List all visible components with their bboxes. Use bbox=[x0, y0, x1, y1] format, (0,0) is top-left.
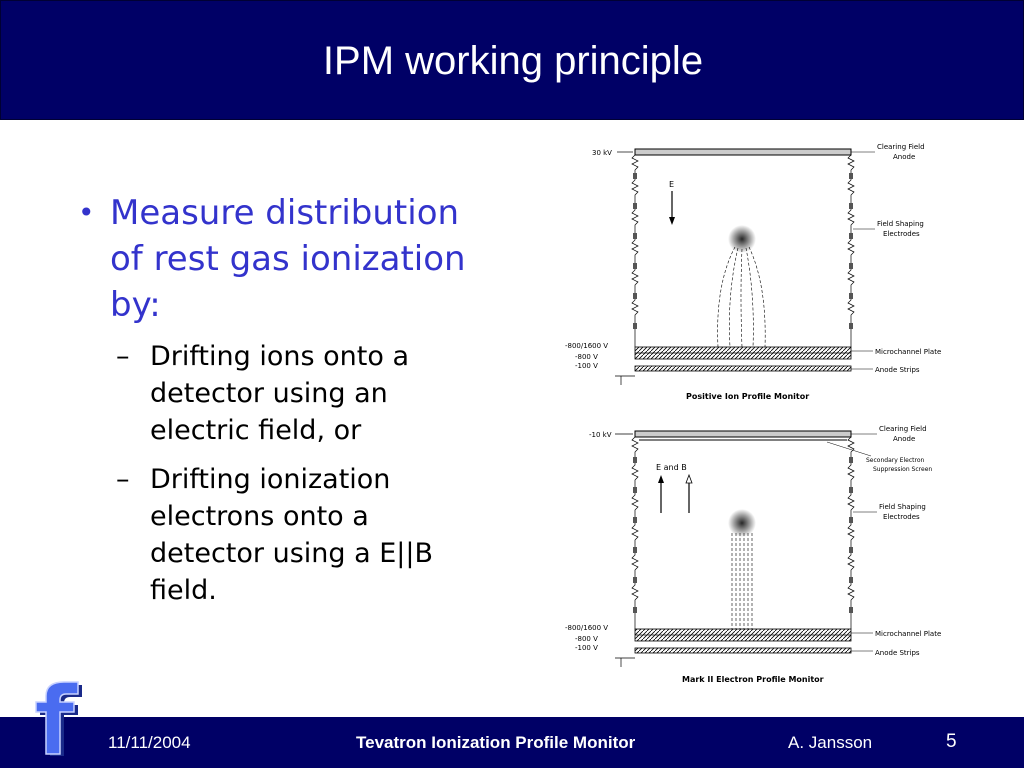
anode-label: Anode bbox=[893, 153, 915, 161]
dash-icon: – bbox=[116, 341, 130, 372]
clearing-field-anode bbox=[634, 148, 852, 156]
ion-cloud bbox=[728, 225, 756, 253]
footer-date: 11/11/2004 bbox=[108, 733, 191, 752]
title-bar: IPM working principle bbox=[0, 0, 1024, 120]
voltage-mcp-label: -800/1600 V bbox=[565, 624, 608, 632]
b-field-arrowhead bbox=[685, 473, 693, 484]
footer-bar bbox=[0, 717, 1024, 768]
ion-trajectories bbox=[717, 246, 766, 348]
anode-label: Anode bbox=[893, 435, 915, 443]
dash-icon: – bbox=[116, 464, 130, 495]
suppression-screen-label: Suppression Screen bbox=[873, 466, 932, 473]
sub-bullet-1: – Drifting ions onto a detector using an… bbox=[110, 338, 470, 449]
mcp-label: Microchannel Plate bbox=[875, 348, 941, 356]
footer-author: A. Jansson bbox=[788, 733, 873, 752]
page-number: 5 bbox=[946, 731, 957, 752]
electrodes-label: Electrodes bbox=[883, 230, 920, 238]
mcp-label: Microchannel Plate bbox=[875, 630, 941, 638]
voltage-bottom-label: -100 V bbox=[575, 644, 598, 652]
sub-bullet-list: – Drifting ions onto a detector using an… bbox=[70, 338, 490, 609]
top-diagram-caption: Positive Ion Profile Monitor bbox=[686, 392, 809, 401]
left-resistor-chain bbox=[631, 436, 639, 629]
anode-strips-label: Anode Strips bbox=[875, 649, 920, 657]
field-eb-label: E and B bbox=[656, 463, 687, 472]
right-resistor-chain bbox=[847, 154, 855, 347]
slide-title: IPM working principle bbox=[322, 39, 704, 83]
anode-strips bbox=[634, 647, 852, 654]
bottom-diagram-caption: Mark II Electron Profile Monitor bbox=[682, 675, 824, 684]
bullet-list: • Measure distribution of rest gas ioniz… bbox=[70, 190, 490, 621]
voltage-mid-label: -800 V bbox=[575, 635, 598, 643]
main-bullet: • Measure distribution of rest gas ioniz… bbox=[70, 190, 490, 328]
voltage-top-label: 30 kV bbox=[592, 149, 612, 157]
bullet-dot-icon: • bbox=[78, 196, 95, 229]
sub-bullet-1-text: Drifting ions onto a detector using an e… bbox=[150, 341, 409, 446]
main-bullet-text: Measure distribution of rest gas ionizat… bbox=[110, 193, 466, 325]
left-resistor-chain bbox=[631, 154, 639, 347]
positive-ion-monitor: 30 kV E -800/1600 V -800 V -100 V bbox=[565, 143, 941, 401]
clearing-field-anode bbox=[634, 430, 852, 438]
field-shaping-label: Field Shaping bbox=[879, 503, 926, 511]
field-shaping-label: Field Shaping bbox=[877, 220, 924, 228]
clearing-field-label: Clearing Field bbox=[877, 143, 925, 151]
electron-cloud bbox=[728, 509, 756, 537]
e-field-arrowhead bbox=[658, 475, 664, 483]
secondary-electron-label: Secondary Electron bbox=[866, 457, 924, 464]
voltage-mid-label: -800 V bbox=[575, 353, 598, 361]
right-resistor-chain bbox=[847, 436, 855, 629]
footer-title: Tevatron Ionization Profile Monitor bbox=[356, 733, 636, 752]
voltage-bottom-label: -100 V bbox=[575, 362, 598, 370]
field-e-label: E bbox=[669, 180, 674, 189]
field-shaping-electrodes bbox=[633, 457, 853, 613]
anode-strips bbox=[634, 365, 852, 372]
sub-bullet-2: – Drifting ionization electrons onto a d… bbox=[110, 461, 470, 609]
anode-strips-label: Anode Strips bbox=[875, 366, 920, 374]
voltage-top-label: -10 kV bbox=[589, 431, 612, 439]
electron-trajectories bbox=[731, 533, 753, 629]
field-shaping-electrodes bbox=[633, 173, 853, 329]
e-field-arrowhead bbox=[669, 217, 675, 225]
voltage-mcp-label: -800/1600 V bbox=[565, 342, 608, 350]
sub-bullet-2-text: Drifting ionization electrons onto a det… bbox=[150, 464, 433, 606]
fermilab-logo-icon bbox=[35, 681, 82, 756]
electrodes-label: Electrodes bbox=[883, 513, 920, 521]
electron-monitor: -10 kV E and B -800/1600 V -800 V -100 V bbox=[565, 425, 941, 684]
ipm-diagram: 30 kV E -800/1600 V -800 V -100 V bbox=[565, 143, 941, 684]
clearing-field-label: Clearing Field bbox=[879, 425, 927, 433]
